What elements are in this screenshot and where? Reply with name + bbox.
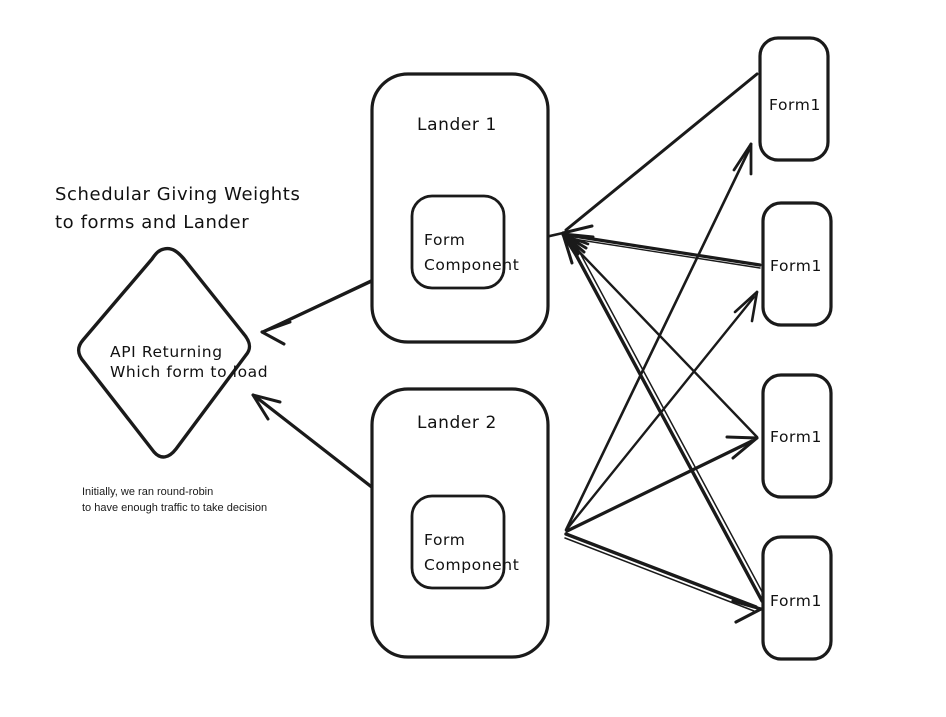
edge-hub-b-to-form-2 [565,290,759,531]
lander-1-form-component-line2: Component [424,256,519,274]
diagram-title-line2: to forms and Lander [55,212,249,233]
round-robin-note: Initially, we ran round-robin to have en… [82,486,267,514]
form-box-3[interactable]: Form1 [761,373,833,499]
lander-1-form-component-line1: Form [424,231,465,249]
lander-1-form-component[interactable]: Form Component [410,194,519,290]
api-decision-label-line2: Which form to load [110,363,268,381]
edge-form-4-to-hub-a [561,232,767,603]
round-robin-note-line1: Initially, we ran round-robin [82,486,213,498]
edge-form-2-to-hub-a [561,232,762,269]
lander-2-form-component[interactable]: Form Component [410,494,519,590]
edge-form-1-to-hub-a [561,72,759,256]
form-box-3-label: Form1 [770,428,822,446]
form-box-2-label: Form1 [770,257,822,275]
edge-hub-b-to-form-1 [564,142,753,532]
diagram-title: Schedular Giving Weights to forms and La… [55,184,300,233]
round-robin-note-line2: to have enough traffic to take decision [82,502,267,514]
lander-2-title: Lander 2 [417,413,497,433]
api-decision-label-line1: API Returning [110,343,223,361]
api-decision-node[interactable]: API Returning Which form to load [76,246,269,459]
lander-2-form-component-line2: Component [424,556,519,574]
lander-2-form-component-line1: Form [424,531,465,549]
form-box-2[interactable]: Form1 [761,201,833,327]
edge-hub-b-to-form-4 [564,532,763,624]
form-box-4[interactable]: Form1 [761,535,833,661]
form-box-4-label: Form1 [770,592,822,610]
form-box-1-label: Form1 [769,96,821,114]
edge-hub-b-to-form-3 [565,435,759,533]
diagram-title-line1: Schedular Giving Weights [55,184,300,205]
lander-1-title: Lander 1 [417,115,497,135]
form-box-1[interactable]: Form1 [758,36,830,162]
